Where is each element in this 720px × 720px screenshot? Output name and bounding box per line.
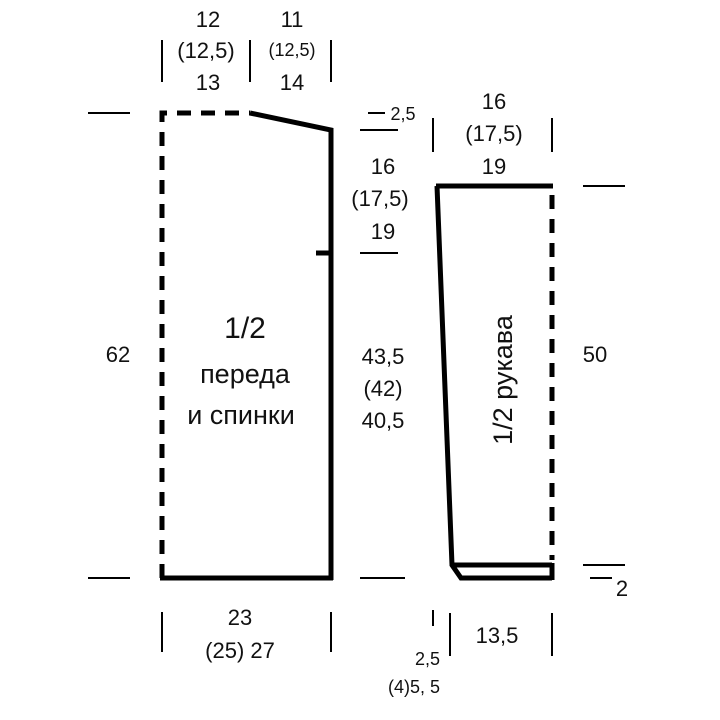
body-shoulder-side-edge (249, 110, 334, 580)
height-total: 62 (106, 342, 130, 367)
sleeve-top-width-3: 19 (482, 154, 506, 179)
dimension-lines (88, 40, 625, 656)
shoulder-drop: 2,5 (390, 104, 415, 124)
top-right-width-1: 11 (281, 7, 304, 32)
increase-2: (4)5, 5 (388, 677, 440, 697)
top-left-width-1: 12 (196, 7, 220, 32)
top-right-width-2: (12,5) (268, 40, 315, 60)
increase-1: 2,5 (415, 649, 440, 669)
top-left-width-3: 13 (196, 70, 220, 95)
side-length-3: 40,5 (362, 408, 405, 433)
sleeve-label: 1/2 рукава (488, 314, 518, 445)
sleeve-bottom-width: 13,5 (476, 623, 519, 648)
top-right-width-3: 14 (280, 70, 304, 95)
sleeve-top-width-1: 16 (482, 89, 506, 114)
top-left-width-2: (12,5) (177, 38, 234, 63)
armhole-depth-2: (17,5) (351, 186, 408, 211)
armhole-depth-1: 16 (371, 154, 395, 179)
armhole-depth-3: 19 (371, 219, 395, 244)
body-label-2: переда (200, 359, 291, 389)
sleeve-piece-outline (434, 183, 555, 581)
sleeve-seam-edge (434, 185, 552, 581)
bottom-width-1: 23 (228, 605, 252, 630)
side-length-1: 43,5 (362, 344, 405, 369)
body-piece-outline (159, 110, 334, 581)
body-label-3: и спинки (187, 400, 295, 430)
body-label-1: 1/2 (224, 312, 266, 345)
bottom-width-2: (25) 27 (205, 638, 275, 663)
body-center-dashed-edge (159, 110, 250, 578)
sleeve-length: 50 (583, 342, 607, 367)
cuff-height: 2 (616, 576, 628, 601)
sleeve-top-width-2: (17,5) (465, 121, 522, 146)
side-length-2: (42) (363, 376, 402, 401)
